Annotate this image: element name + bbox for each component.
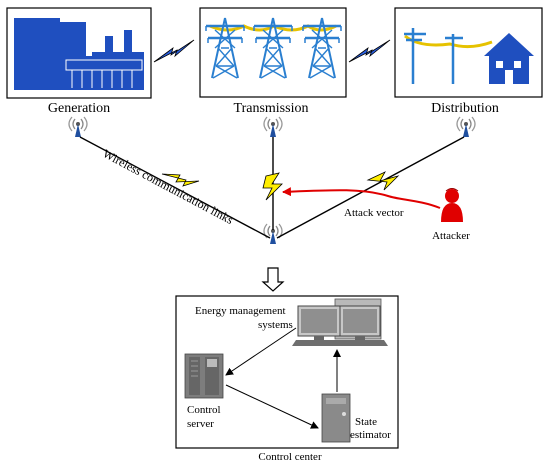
ems-label-line1: Energy management [195, 305, 286, 317]
distribution-panel: Distribution [394, 7, 543, 116]
pc-tower-icon [321, 393, 351, 443]
server-tower-icon [184, 353, 224, 399]
generation-label: Generation [48, 101, 110, 116]
antenna-icon [263, 116, 283, 138]
lightning-link-transmission-distribution [348, 39, 391, 63]
attack-vector-label: Attack vector [344, 207, 404, 219]
generation-panel: Generation [6, 7, 152, 116]
wireless-links: Wireless communication links [79, 136, 465, 239]
wireless-links-label: Wireless communication links [101, 146, 236, 227]
attack-vector-arrow [282, 187, 441, 209]
antenna-icon [68, 116, 88, 138]
control-server-label-line1: Control [187, 404, 221, 416]
lightning-bolt-right [366, 171, 400, 191]
state-estimator-label-line1: State [355, 416, 377, 428]
power-plant-icon [14, 18, 144, 90]
attack-vector: Attack vector [282, 187, 441, 219]
lightning-link-generation-transmission [153, 39, 195, 63]
antenna-icon [456, 116, 476, 138]
server-to-estimator-arrow [225, 384, 319, 429]
transmission-panel: Transmission [199, 7, 347, 116]
ems-to-server-arrow [225, 327, 297, 376]
house-icon [404, 28, 534, 84]
transmission-tower-icon [204, 16, 343, 80]
control-server-label-line2: server [187, 418, 214, 430]
ems-label-line2: systems [258, 319, 293, 331]
lightning-bolt-center [262, 172, 283, 201]
lightning-bolt-left [161, 173, 200, 187]
control-center-label: Control center [258, 451, 322, 463]
state-estimator-label-line2: estimator [350, 429, 391, 441]
down-arrow-icon [261, 267, 285, 292]
transmission-label: Transmission [234, 101, 309, 116]
attacker-label: Attacker [432, 230, 470, 242]
distribution-label: Distribution [431, 101, 499, 116]
attacker-person-icon [441, 188, 463, 222]
control-center: Control center Energy management systems… [175, 295, 399, 463]
computer-monitors-icon [292, 298, 388, 346]
